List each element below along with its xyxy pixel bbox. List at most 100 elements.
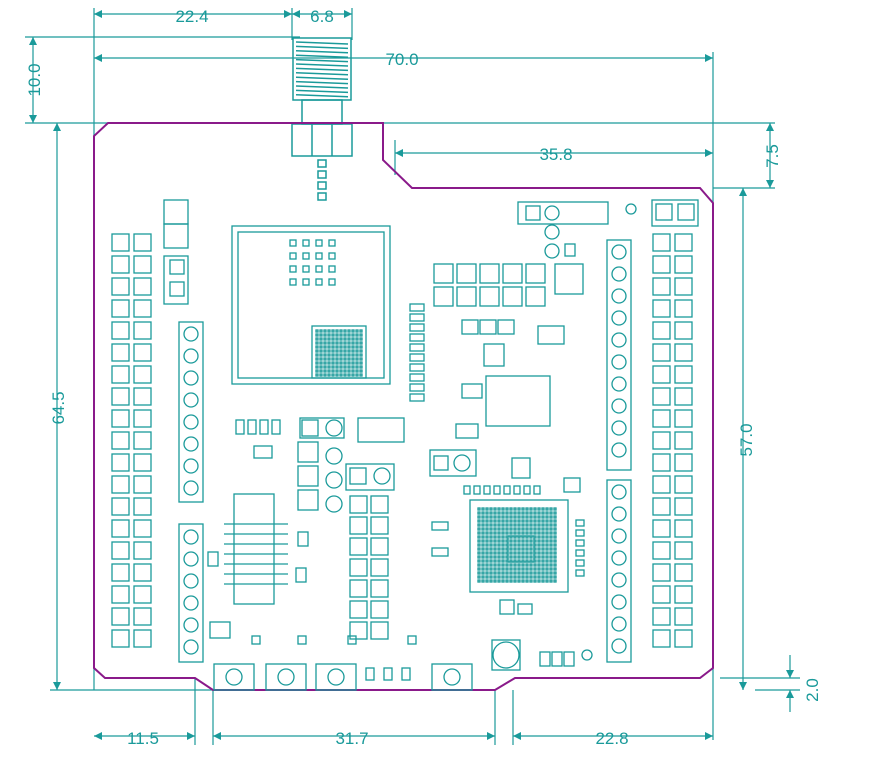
header-pin-left [111, 387, 130, 406]
rf-bga-ball [359, 361, 363, 365]
main-bga-ball [509, 543, 513, 547]
cap-row [483, 485, 491, 495]
main-bga-ball [493, 563, 497, 567]
main-bga-ball [541, 575, 545, 579]
main-bga-ball [497, 519, 501, 523]
main-bga-center [507, 535, 535, 563]
antenna-trace-pad [317, 159, 327, 168]
main-bga-ball [545, 535, 549, 539]
main-bga-ball [537, 555, 541, 559]
smd-part [295, 567, 307, 583]
arrow-head [187, 732, 195, 740]
main-bga-ball [537, 519, 541, 523]
led [383, 667, 393, 681]
main-bga-ball [493, 519, 497, 523]
rf-bga-ball [351, 333, 355, 337]
rf-bga-ball [331, 329, 335, 333]
main-bga-ball [485, 579, 489, 583]
rf-bga-ball [327, 337, 331, 341]
round-pin [183, 551, 199, 567]
main-bga-ball [553, 531, 557, 535]
main-bga-ball [529, 523, 533, 527]
round-pin [183, 573, 199, 589]
main-bga-ball [509, 515, 513, 519]
main-bga-ball [509, 539, 513, 543]
round-pin [611, 442, 627, 458]
smd-part [497, 319, 515, 335]
rf-bga-ball [323, 329, 327, 333]
main-bga-ball [513, 567, 517, 571]
rf-bga-ball [323, 353, 327, 357]
header-pin-left [111, 519, 130, 538]
main-bga-ball [513, 555, 517, 559]
dim-top-left-offset: 22.4 [175, 7, 208, 26]
rf-bga-ball [335, 333, 339, 337]
cap-col [575, 569, 585, 577]
resistor-array [409, 343, 425, 352]
rf-bga-ball [327, 345, 331, 349]
led [247, 419, 257, 435]
rf-bga-ball [343, 341, 347, 345]
main-bga-ball [553, 547, 557, 551]
header-pin-right [674, 607, 693, 626]
header-pin-right [674, 497, 693, 516]
header-pin-left [111, 277, 130, 296]
antenna-thread [295, 45, 349, 50]
rf-bga-ball [343, 353, 347, 357]
main-bga-ball [549, 571, 553, 575]
main-bga-ball [513, 531, 517, 535]
main-bga-ball [553, 551, 557, 555]
main-bga-ball [485, 523, 489, 527]
antenna-thread [295, 76, 349, 80]
main-bga-ball [545, 575, 549, 579]
main-bga-ball [549, 563, 553, 567]
main-bga-ball [481, 539, 485, 543]
main-bga-ball [481, 575, 485, 579]
antenna-thread [295, 63, 349, 67]
header-pin-right [674, 585, 693, 604]
rf-bga-ball [315, 361, 319, 365]
main-bga-ball [501, 551, 505, 555]
header-pin-right [652, 277, 671, 296]
main-bga-ball [513, 575, 517, 579]
dim-bottom-right: 22.8 [595, 729, 628, 748]
rf-bga-ball [359, 353, 363, 357]
main-bga-ball [521, 571, 525, 575]
main-bga-ball [529, 571, 533, 575]
header-pin-right [674, 321, 693, 340]
header-pad [169, 259, 185, 275]
main-bga-ball [533, 563, 537, 567]
smd-part [251, 635, 261, 645]
main-bga-ball [509, 551, 513, 555]
main-bga-ball [501, 535, 505, 539]
main-bga-ball [549, 539, 553, 543]
main-bga-ball [497, 539, 501, 543]
arrow-head [786, 670, 794, 678]
smd-part [209, 621, 231, 639]
main-bga-ball [553, 579, 557, 583]
round-pin [611, 420, 627, 436]
rf-bga-ball [327, 369, 331, 373]
round-pin [183, 348, 199, 364]
smd-part [563, 477, 581, 493]
main-bga-ball [497, 555, 501, 559]
main-bga-ball [549, 551, 553, 555]
antenna-thread [295, 41, 349, 45]
main-bga-ball [525, 543, 529, 547]
rf-bga-ball [315, 365, 319, 369]
main-bga-ball [505, 511, 509, 515]
main-bga-ball [545, 531, 549, 535]
main-bga-ball [521, 567, 525, 571]
main-bga-ball [517, 531, 521, 535]
main-bga-ball [477, 539, 481, 543]
main-bga-ball [497, 567, 501, 571]
main-bga-ball [489, 523, 493, 527]
main-bga-ball [501, 523, 505, 527]
rf-passive [328, 252, 336, 260]
main-bga-ball [477, 535, 481, 539]
rf-bga-ball [335, 345, 339, 349]
rf-bga-ball [319, 333, 323, 337]
header-pad-col [297, 441, 319, 463]
pad-array [502, 263, 523, 284]
